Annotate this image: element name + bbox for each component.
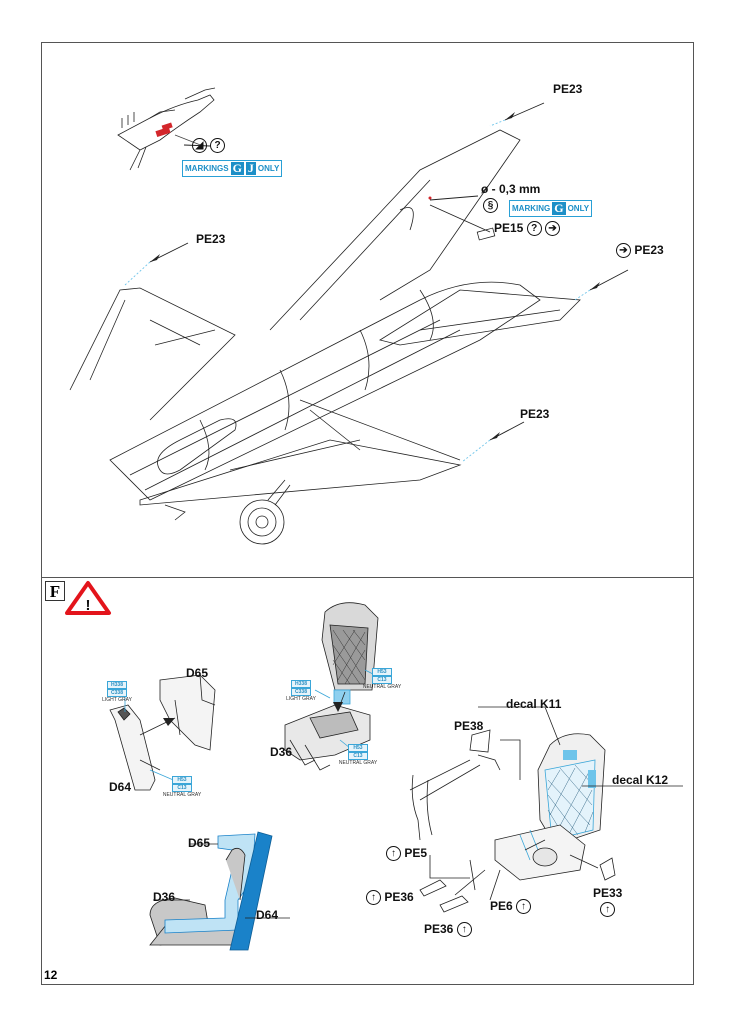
label-pe36-a: ↑ PE36: [366, 890, 414, 906]
label-d65-b: D65: [188, 836, 211, 850]
drill-icon: §: [483, 198, 498, 213]
d65-part-drawing: [159, 674, 216, 751]
label-pe33: PE33 ↑: [593, 886, 623, 918]
markings-gj-only-badge: MARKINGS G J ONLY: [182, 160, 283, 177]
paint-light-gray-b: H338 C338 LIGHT GRAY: [286, 680, 316, 702]
paint-neutral-gray-b: H53 C13 NEUTRAL GRAY: [362, 668, 402, 690]
pe6-part-drawing: [469, 859, 476, 891]
label-pe15: PE15 ? ➔: [494, 221, 561, 237]
icon-group-nose: ◢ ?: [192, 138, 226, 153]
aircraft-drawing: [69, 129, 581, 545]
svg-text:!: !: [86, 597, 91, 614]
label-pe36-b: PE36 ↑: [424, 922, 472, 938]
label-pe5: ↑ PE5: [386, 846, 427, 862]
label-d65-a: D65: [186, 666, 209, 680]
drill-size-label: ø - 0,3 mm: [481, 182, 541, 196]
flip-side-icon: ➔: [616, 243, 631, 259]
seat-assembly-drawing: [494, 733, 606, 881]
bend-icon: ↑: [366, 890, 381, 906]
paint-light-gray-a: H338 C338 LIGHT GRAY: [102, 681, 132, 703]
page-frame: [41, 42, 694, 985]
paint-brush-icon: ◢: [192, 138, 207, 153]
section-divider: [41, 577, 694, 578]
seat-top-drawing: [321, 602, 379, 705]
label-pe23-right: ➔ PE23: [616, 243, 664, 259]
label-pe23-tail: PE23: [553, 82, 583, 96]
label-d64-a: D64: [109, 780, 132, 794]
warning-triangle-icon: !: [65, 581, 111, 615]
label-d36-b: D36: [153, 890, 176, 904]
label-d64-b: D64: [256, 908, 279, 922]
d64-part-drawing: [109, 704, 161, 791]
bend-icon: ↑: [600, 902, 616, 918]
paint-neutral-gray-a: H53 C13 NEUTRAL GRAY: [162, 776, 202, 798]
label-decal-k12: decal K12: [612, 773, 669, 787]
label-pe38: PE38: [454, 719, 484, 733]
pe5-part-drawing: [411, 774, 433, 841]
paint-neutral-gray-c: H53 C13 NEUTRAL GRAY: [338, 744, 378, 766]
pe38-part-drawing: [409, 729, 501, 801]
label-pe23-lower: PE23: [520, 407, 550, 421]
bend-icon: ↑: [516, 899, 532, 915]
page-number: 12: [44, 968, 58, 982]
section-letter: F: [45, 581, 65, 601]
question-icon: ?: [210, 138, 226, 153]
label-pe6: PE6 ↑: [490, 899, 532, 915]
bend-icon: ↑: [386, 846, 401, 862]
drill-icon-wrap: §: [483, 198, 498, 213]
nose-detail-drawing: [117, 87, 216, 171]
question-icon: ?: [526, 221, 542, 237]
pe33-part-drawing: [599, 857, 616, 881]
bend-icon: ↑: [456, 922, 472, 938]
label-decal-k11: decal K11: [506, 697, 562, 711]
pe36-a-drawing: [419, 879, 447, 897]
pe36-b-drawing: [439, 895, 469, 913]
flip-side-icon: ➔: [545, 221, 561, 237]
label-d36-a: D36: [270, 745, 293, 759]
marking-g-only-badge: MARKING G ONLY: [509, 200, 593, 217]
label-pe23-left: PE23: [196, 232, 226, 246]
seat-cutaway-diagram: [149, 831, 273, 951]
